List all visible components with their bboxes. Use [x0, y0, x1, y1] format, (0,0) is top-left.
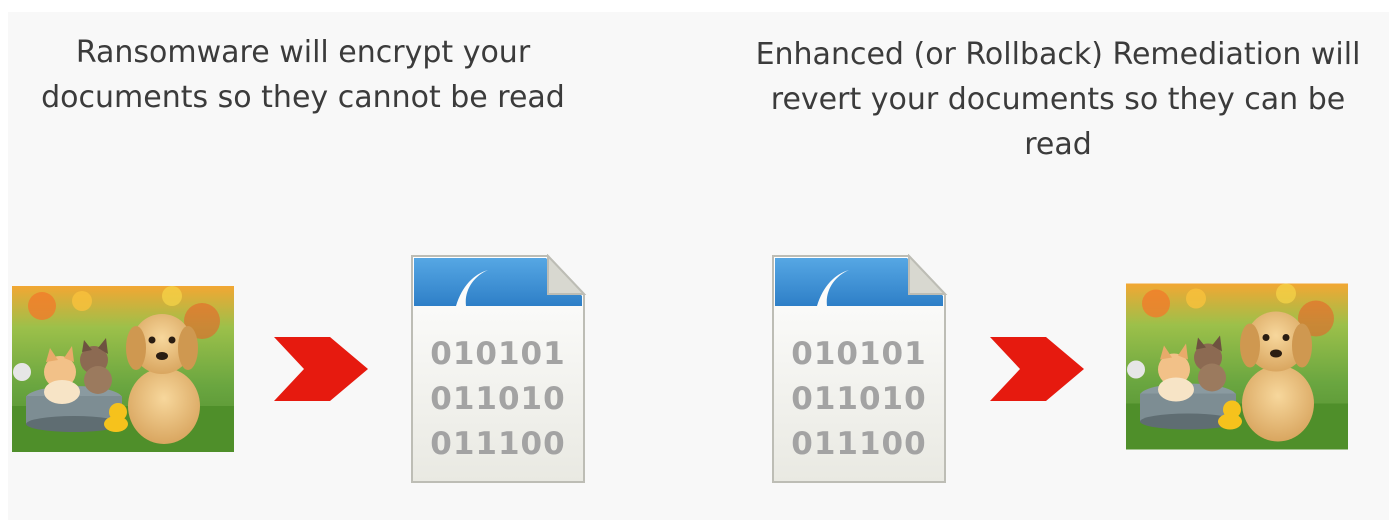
binary-line: 011010 — [430, 381, 566, 417]
puppy-kittens-photo-original — [12, 286, 234, 452]
ransomware-caption-line1: Ransomware will encrypt your — [75, 35, 531, 70]
encrypted-document-icon — [772, 254, 948, 483]
red-chevron-arrow-icon — [274, 337, 368, 401]
puppy-and-kittens-photo-icon — [12, 286, 234, 452]
remediation-caption: Enhanced (or Rollback) Remediation will … — [743, 32, 1373, 167]
binary-line: 011100 — [791, 426, 927, 462]
binary-line: 011100 — [430, 426, 566, 462]
encrypted-document-icon-left: 010101 011010 011100 — [408, 254, 588, 486]
ransomware-caption: Ransomware will encrypt your documents s… — [23, 30, 583, 120]
remediation-caption-line1: Enhanced (or Rollback) Remediation will — [755, 37, 1361, 72]
remediation-caption-line2: revert your documents so they can be — [770, 82, 1346, 117]
ransomware-caption-line2: documents so they cannot be read — [41, 80, 565, 115]
binary-line: 011010 — [791, 381, 927, 417]
remediation-caption-line3: read — [1024, 127, 1092, 162]
slide-canvas: Ransomware will encrypt your documents s… — [8, 12, 1389, 520]
red-chevron-arrow-icon — [990, 337, 1084, 401]
encrypted-document-icon-right: 010101 011010 011100 — [769, 254, 949, 486]
binary-line: 010101 — [791, 336, 927, 372]
puppy-kittens-photo-restored — [1126, 283, 1348, 450]
binary-line: 010101 — [430, 336, 566, 372]
puppy-and-kittens-photo-icon — [1126, 283, 1348, 450]
encrypted-document-icon — [411, 254, 587, 483]
